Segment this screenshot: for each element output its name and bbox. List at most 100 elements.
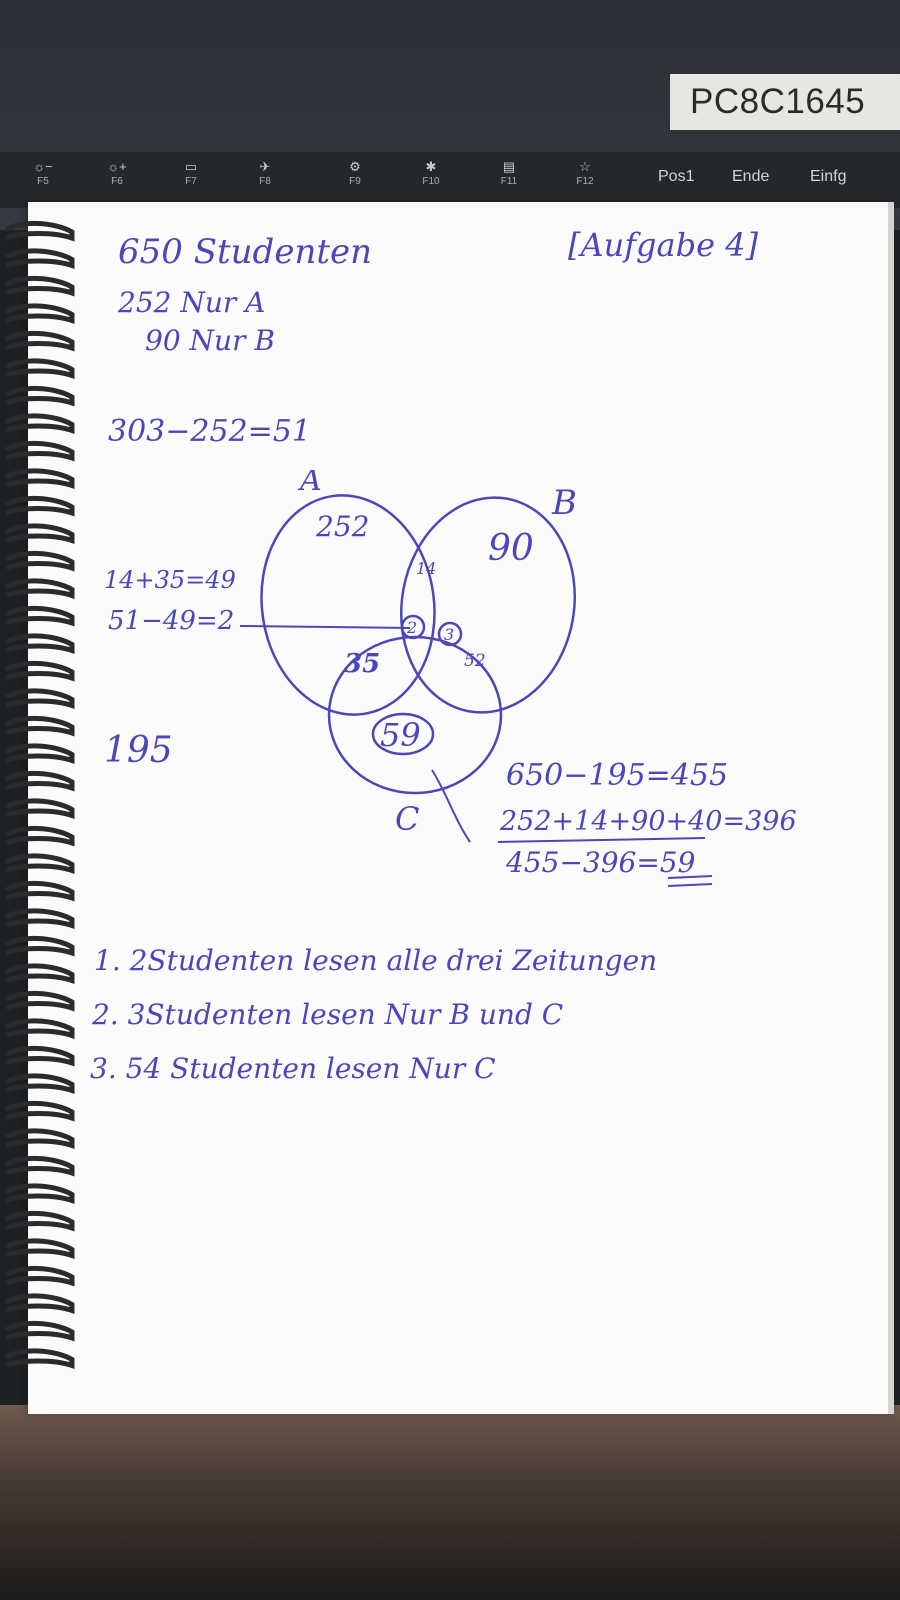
spiral-ring xyxy=(4,1210,75,1232)
star-icon: ☆ xyxy=(579,159,591,174)
spiral-ring xyxy=(4,1348,75,1370)
label-a: A xyxy=(297,470,322,498)
spiral-ring xyxy=(4,1238,75,1260)
spiral-ring xyxy=(4,908,75,930)
spiral-ring xyxy=(4,303,75,325)
key-label: F11 xyxy=(500,176,518,187)
calc-1: 303−252=51 xyxy=(108,414,311,449)
spiral-ring xyxy=(4,495,75,517)
spiral-ring xyxy=(4,1265,75,1287)
spiral-ring xyxy=(4,963,75,985)
spiral-ring xyxy=(4,935,75,957)
key-f8[interactable]: ✈ F8 xyxy=(230,158,300,204)
value-bc-extra: 52 xyxy=(464,651,486,671)
calc-3: 51−49=2 xyxy=(108,606,235,636)
key-f11[interactable]: ▤ F11 xyxy=(474,158,544,204)
answer-1: 1. 2Studenten lesen alle drei Zeitungen xyxy=(94,944,658,977)
key-label: F6 xyxy=(111,176,123,187)
key-f6[interactable]: ☼+ F6 xyxy=(82,158,152,204)
key-label: F8 xyxy=(259,176,271,187)
spiral-ring xyxy=(4,440,75,462)
task-label: [Aufgabe 4] xyxy=(568,226,759,264)
spiral-ring xyxy=(4,1100,75,1122)
value-only-a: 252 xyxy=(315,510,369,543)
note-only-b: 90 Nur B xyxy=(145,324,275,357)
venn-diagram: A B C 252 90 14 35 2 3 52 59 xyxy=(260,470,577,838)
airplane-mode-icon: ✈ xyxy=(259,159,271,174)
display-switch-icon: ▭ xyxy=(184,159,198,174)
spiral-ring xyxy=(4,990,75,1012)
value-only-c: 59 xyxy=(380,716,421,754)
calc-4: 650−195=455 xyxy=(506,758,729,793)
spiral-ring xyxy=(4,605,75,627)
total-195: 195 xyxy=(104,730,173,771)
key-ende[interactable]: Ende xyxy=(732,168,770,185)
circle-b xyxy=(400,496,576,714)
circle-3-mark xyxy=(437,621,463,647)
spiral-binding xyxy=(4,220,75,1370)
spiral-ring xyxy=(4,660,75,682)
circle-2-mark xyxy=(400,614,426,640)
value-bc: 3 xyxy=(444,625,454,644)
value-only-b: 90 xyxy=(488,528,534,569)
brightness-down-icon: ☼− xyxy=(33,159,53,174)
key-label: F9 xyxy=(349,176,361,187)
bluetooth-icon: ✱ xyxy=(425,159,437,174)
key-label: F5 xyxy=(37,176,49,187)
value-ac: 35 xyxy=(344,649,380,679)
key-einfg[interactable]: Einfg xyxy=(810,168,847,185)
spiral-ring xyxy=(4,220,75,242)
answer-2: 2. 3Studenten lesen Nur B und C xyxy=(92,998,564,1031)
settings-icon: ⚙ xyxy=(349,159,361,174)
key-f5[interactable]: ☼− F5 xyxy=(8,158,78,204)
spiral-ring xyxy=(4,633,75,655)
spiral-ring xyxy=(4,523,75,545)
spiral-ring xyxy=(4,385,75,407)
calc-2: 14+35=49 xyxy=(104,566,236,594)
spiral-ring xyxy=(4,1045,75,1067)
spiral-ring xyxy=(4,825,75,847)
label-b: B xyxy=(551,483,577,523)
spiral-ring xyxy=(4,550,75,572)
spiral-ring xyxy=(4,578,75,600)
spiral-ring xyxy=(4,1293,75,1315)
spiral-ring xyxy=(4,330,75,352)
value-abc: 2 xyxy=(406,618,417,637)
key-f7[interactable]: ▭ F7 xyxy=(156,158,226,204)
spiral-ring xyxy=(4,248,75,270)
calc-6: 455−396=59 xyxy=(506,846,696,879)
note-only-a: 252 Nur A xyxy=(118,286,266,319)
spiral-ring xyxy=(4,853,75,875)
spiral-ring xyxy=(4,1128,75,1150)
spiral-ring xyxy=(4,1073,75,1095)
key-f10[interactable]: ✱ F10 xyxy=(396,158,466,204)
value-ab: 14 xyxy=(416,559,436,578)
desk-background xyxy=(0,1405,900,1600)
keyboard-icon: ▤ xyxy=(502,159,516,174)
notes-title: 650 Studenten xyxy=(118,232,373,272)
key-pos1[interactable]: Pos1 xyxy=(658,168,695,185)
key-label: F12 xyxy=(576,176,594,187)
function-key-row: ☼− F5 ☼+ F6 ▭ F7 ✈ F8 ⚙ F9 ✱ F10 ▤ F11 ☆ xyxy=(0,152,900,208)
answer-3: 3. 54 Studenten lesen Nur C xyxy=(90,1052,496,1085)
spiral-ring xyxy=(4,715,75,737)
circle-59-mark xyxy=(371,712,435,756)
key-f12[interactable]: ☆ F12 xyxy=(550,158,620,204)
circle-a xyxy=(260,494,436,716)
spiral-ring xyxy=(4,743,75,765)
spiral-ring xyxy=(4,1155,75,1177)
spiral-ring xyxy=(4,1320,75,1342)
spiral-ring xyxy=(4,1018,75,1040)
spiral-ring xyxy=(4,358,75,380)
spiral-ring xyxy=(4,468,75,490)
spiral-ring xyxy=(4,770,75,792)
spiral-ring xyxy=(4,413,75,435)
spiral-ring xyxy=(4,1183,75,1205)
spiral-ring xyxy=(4,798,75,820)
key-label: F7 xyxy=(185,176,197,187)
laptop-keyboard: PC8C1645 ☼− F5 ☼+ F6 ▭ F7 ✈ F8 ⚙ F9 ✱ F1… xyxy=(0,0,900,230)
spiral-ring xyxy=(4,880,75,902)
key-label: F10 xyxy=(422,176,440,187)
key-f9[interactable]: ⚙ F9 xyxy=(320,158,390,204)
brightness-up-icon: ☼+ xyxy=(107,159,127,174)
